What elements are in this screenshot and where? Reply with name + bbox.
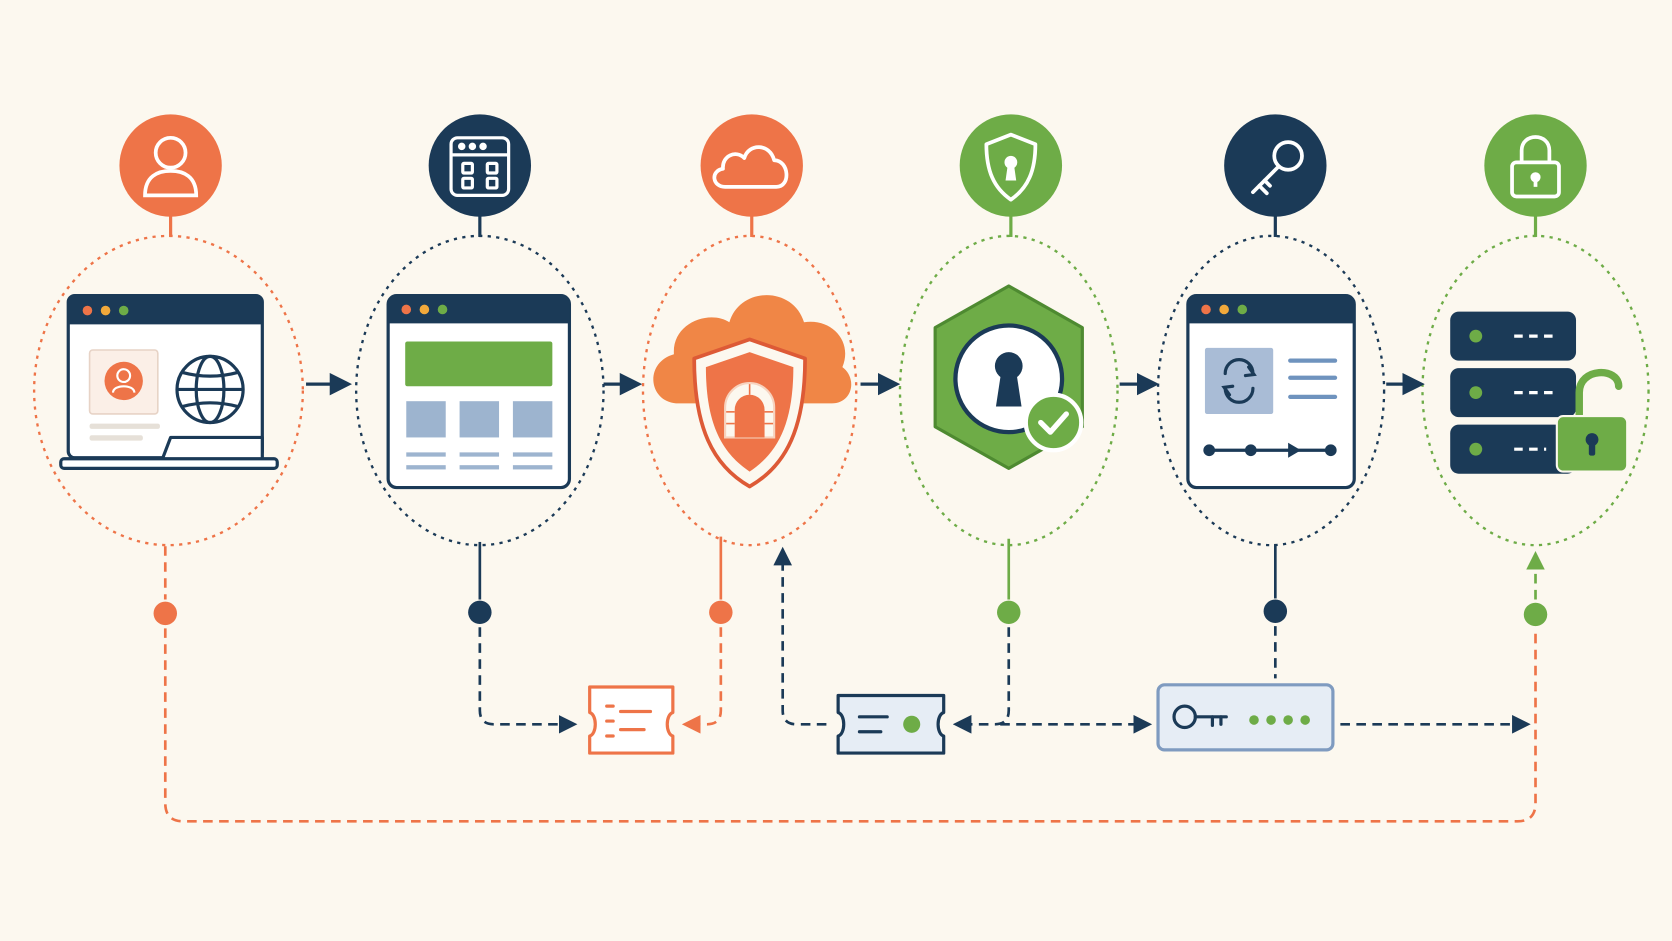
stage-frame-cloud [641, 234, 858, 547]
server-rack-icon [1450, 311, 1577, 474]
globe-icon [175, 354, 245, 425]
padlock-icon [1510, 135, 1561, 199]
ticket-icon [588, 685, 675, 755]
badge-user [119, 114, 222, 237]
access-token-ticket [836, 693, 946, 755]
key-card-icon [1172, 704, 1228, 730]
stage-frame-resource [1421, 234, 1650, 547]
token-refresh-illustration [1186, 294, 1356, 490]
node-cloud [709, 600, 733, 625]
web-page-illustration [386, 294, 572, 490]
badge-cloud [700, 114, 803, 237]
cloud-shield-illustration [653, 295, 852, 489]
badge-app-grid [428, 114, 532, 237]
authorization-code-ticket [588, 685, 675, 755]
user-icon [143, 135, 199, 198]
keyhole-icon [994, 352, 1023, 407]
stage-frame-app [354, 234, 605, 547]
stems [153, 536, 1548, 627]
shield-keyhole-icon [984, 132, 1038, 202]
cloud-icon [712, 145, 789, 189]
node-user [153, 601, 178, 626]
badge-padlock [1484, 114, 1587, 237]
stage-frame-identity [898, 234, 1119, 547]
connector-identity-to-token [952, 627, 1011, 734]
node-token [1263, 599, 1288, 623]
secured-resource-illustration [1450, 311, 1629, 474]
connector-cloud-to-code [681, 627, 723, 734]
badge-shield [959, 114, 1063, 237]
secret-key-card [1156, 683, 1335, 752]
badge-key [1224, 114, 1327, 237]
node-identity [997, 600, 1021, 625]
stage-frame-token [1156, 234, 1386, 547]
unlocked-padlock-icon [1555, 368, 1629, 473]
connector-app-to-code [478, 627, 578, 734]
app-grid-icon [449, 136, 511, 197]
connector-return-loop [163, 628, 1537, 823]
hero-banner [405, 341, 553, 387]
progress-steps [1203, 442, 1337, 458]
stage-frame-user [32, 234, 305, 547]
node-app [468, 600, 492, 625]
key-icon [1251, 140, 1304, 196]
refresh-icon [1221, 358, 1257, 404]
identity-verification-illustration [933, 284, 1084, 470]
gateway-arch-icon [724, 382, 776, 439]
ticket-icon [836, 693, 946, 755]
browser-login-illustration [59, 294, 279, 470]
connector-token-up-to-gateway [773, 546, 827, 726]
node-resource [1523, 602, 1548, 627]
check-badge-icon [1023, 392, 1084, 453]
flow-connectors [163, 546, 1537, 823]
